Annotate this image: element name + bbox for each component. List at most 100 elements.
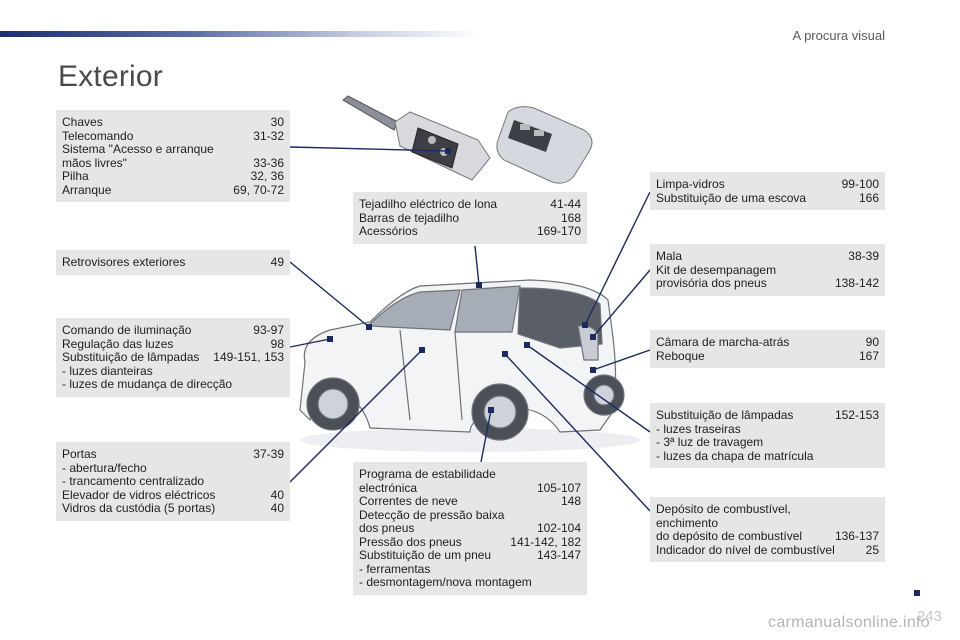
index-entry-page: 40 <box>270 487 284 502</box>
index-entry: Sistema "Acesso e arranque mãos livres" 3… <box>62 142 284 170</box>
index-entry: Detecção de pressão baixa dos pneus 102-1… <box>359 507 581 536</box>
flip-key-icon <box>342 95 491 181</box>
smart-key-icon <box>496 106 593 184</box>
page-number: 243 <box>916 608 942 625</box>
index-entry: Indicador do nível de combustível 25 <box>656 542 879 558</box>
index-entry-page: 98 <box>270 336 284 351</box>
index-entry-page: 148 <box>560 494 581 508</box>
index-entry-page: 31-32 <box>253 128 284 143</box>
index-entry: Programa de estabilidade electrónica 105-… <box>359 467 581 495</box>
index-entry-page: 49 <box>270 255 284 269</box>
page-marker <box>914 590 920 596</box>
index-entry-page: 90 <box>865 335 879 349</box>
leader-dot-keys <box>445 148 451 154</box>
leader-lines <box>289 146 651 512</box>
index-entry: Substituição de lâmpadas 152-153 <box>656 408 879 423</box>
index-entry-label: Vidros da custódia (5 portas) <box>62 501 216 515</box>
leader-dot-fuel <box>502 351 508 357</box>
index-entry-page: 138-142 <box>834 276 879 290</box>
box-doors: Portas 37-39- abertura/fecho- trancamento… <box>56 442 290 521</box>
index-entry-label: Tejadilho eléctrico de lona <box>359 197 498 211</box>
box-rearlamps: Substituição de lâmpadas 152-153 - luzes t… <box>650 403 885 468</box>
index-entry-page: 169-170 <box>536 224 581 238</box>
index-entry-label: Telecomando <box>62 128 134 143</box>
index-entry-label: Correntes de neve <box>359 494 458 508</box>
index-entry-label: - trancamento centralizado <box>62 474 205 488</box>
index-entry-label: Detecção de pressão baixa dos pneus <box>359 507 505 535</box>
watermark: carmanualsonline.info <box>768 614 930 631</box>
index-entry-label: - 3ª luz de travagem <box>656 435 764 449</box>
index-entry-label: Retrovisores exteriores <box>62 255 186 269</box>
section-header: A procura visual <box>792 28 886 43</box>
index-entry-page: 40 <box>270 501 284 515</box>
index-entry-label: Chaves <box>62 115 103 129</box>
index-entry-label: Substituição de lâmpadas <box>656 408 794 422</box>
index-entry-page: 37-39 <box>253 447 284 461</box>
index-entry: Elevador de vidros eléctricos 40 <box>62 487 284 503</box>
index-entry-page: 32, 36 <box>250 169 284 183</box>
index-entry-label: Indicador do nível de combustível <box>656 542 835 557</box>
index-entry-label: Mala <box>656 249 683 263</box>
index-entry-page: 136-137 <box>834 529 879 543</box>
index-entry-label: Substituição de um pneu <box>359 548 492 562</box>
index-entry-label: - desmontagem/nova montagem <box>359 575 532 589</box>
index-entry: - ferramentas <box>359 561 581 577</box>
index-entry-label: Portas <box>62 447 97 461</box>
index-entry-label: Programa de estabilidade electrónica <box>359 467 496 495</box>
index-entry: Portas 37-39 <box>62 447 284 462</box>
page-title: Exterior <box>58 60 163 93</box>
index-entry-label: Reboque <box>656 348 705 363</box>
index-entry: - abertura/fecho <box>62 461 284 476</box>
index-entry-label: - ferramentas <box>359 561 431 576</box>
leader-dot-wiper <box>582 322 588 328</box>
index-entry: Telecomando 31-32 <box>62 128 284 144</box>
index-entry-page: 105-107 <box>536 480 581 495</box>
leader-dot-rearlamps <box>524 342 530 348</box>
box-stability: Programa de estabilidade electrónica 105-… <box>353 462 587 595</box>
leader-dot-roof <box>476 282 482 288</box>
index-entry-page: 99-100 <box>841 177 879 191</box>
index-entry-page: 69, 70-72 <box>233 182 284 197</box>
index-entry-label: Elevador de vidros eléctricos <box>62 487 216 502</box>
index-entry-label: Substituição de uma escova <box>656 190 807 205</box>
index-entry-page: 33-36 <box>253 155 284 170</box>
index-entry: Correntes de neve 148 <box>359 494 581 509</box>
index-entry: - luzes de mudança de direcção <box>62 377 284 392</box>
index-entry: Reboque 167 <box>656 348 879 364</box>
index-entry-label: - luzes de mudança de direcção <box>62 377 233 391</box>
index-entry: Retrovisores exteriores 49 <box>62 255 284 270</box>
leader-dot-mirror <box>366 324 372 330</box>
index-entry-page: 102-104 <box>536 521 581 535</box>
leader-dot-boot <box>590 334 596 340</box>
index-entry: - desmontagem/nova montagem <box>359 575 581 590</box>
index-entry-label: Sistema "Acesso e arranque mãos livres" <box>62 142 214 170</box>
box-fuel: Depósito de combustível, enchimento do d… <box>650 497 885 562</box>
index-entry: Depósito de combustível, enchimento do d… <box>656 502 879 544</box>
index-entry-page: 25 <box>865 542 879 557</box>
index-entry-page: 149-151, 153 <box>213 350 284 364</box>
index-entry-page: 152-153 <box>834 408 879 422</box>
index-entry-page: 141-142, 182 <box>510 534 581 549</box>
index-entry-label: - luzes traseiras <box>656 421 741 436</box>
leader-dot-doors <box>419 347 425 353</box>
index-entry-page: 93-97 <box>253 323 284 337</box>
box-mirrors: Retrovisores exteriores 49 <box>56 250 290 275</box>
index-entry-page: 167 <box>858 348 879 363</box>
